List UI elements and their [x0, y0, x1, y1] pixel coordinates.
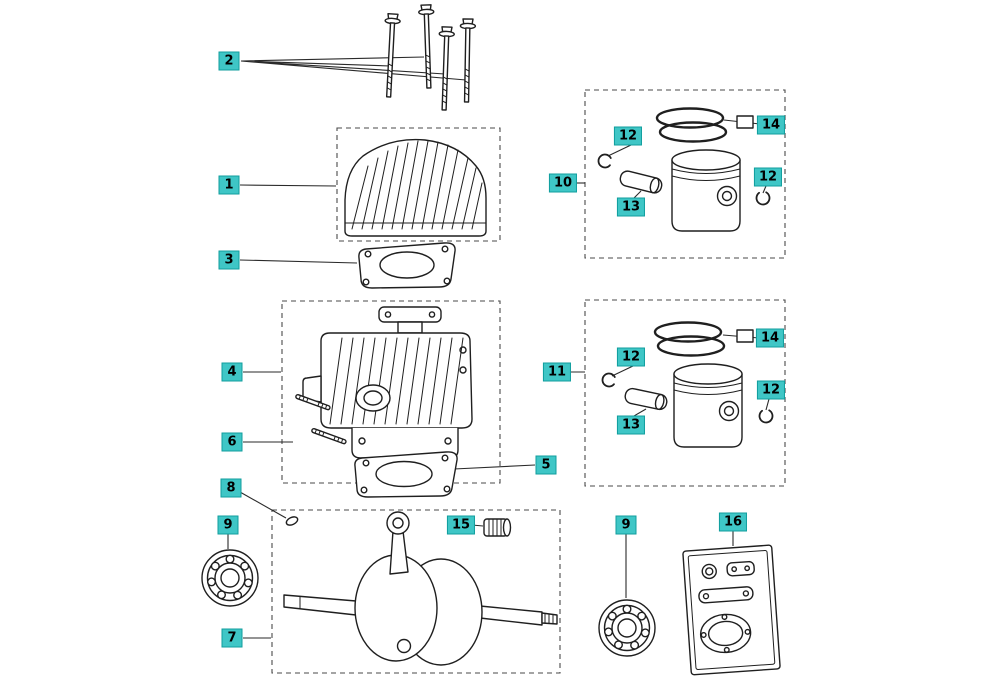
callout-bearing-right[interactable]: 9 — [615, 515, 637, 535]
bearing-right-drawing — [598, 599, 656, 657]
circlip-top-left-drawing — [597, 153, 613, 169]
callout-piston-assembly-bottom[interactable]: 11 — [542, 362, 572, 382]
group-box-piston-top — [584, 89, 786, 259]
callout-piston-rings-top[interactable]: 14 — [756, 115, 786, 135]
callout-cylinder-head[interactable]: 1 — [218, 175, 240, 195]
callout-piston-pin-bottom[interactable]: 13 — [616, 415, 646, 435]
circlip-top-right-drawing — [755, 190, 771, 206]
piston-pin-top-drawing — [619, 170, 663, 194]
callout-piston-assembly-top[interactable]: 10 — [548, 173, 578, 193]
piston-rings-bottom-drawing — [653, 321, 754, 357]
callout-cylinder[interactable]: 4 — [221, 362, 243, 382]
callout-piston-rings-bottom[interactable]: 14 — [755, 328, 785, 348]
callout-crankshaft[interactable]: 7 — [221, 628, 243, 648]
piston-top-drawing — [671, 149, 741, 232]
callout-gasket-kit[interactable]: 16 — [718, 512, 748, 532]
circlip-bottom-left-drawing — [601, 372, 617, 388]
cylinder-drawing — [302, 306, 473, 459]
group-box-cylinder-head — [336, 127, 501, 242]
callout-bearing-left[interactable]: 9 — [217, 515, 239, 535]
woodruff-key-drawing — [285, 516, 299, 526]
cylinder-head-drawing — [344, 138, 487, 237]
callout-piston-pin-top[interactable]: 13 — [616, 197, 646, 217]
callout-circlip-bottom-right[interactable]: 12 — [756, 380, 786, 400]
callout-cylinder-studs[interactable]: 6 — [221, 432, 243, 452]
callout-head-bolts[interactable]: 2 — [218, 51, 240, 71]
piston-bottom-drawing — [673, 363, 743, 448]
callout-circlip-top-right[interactable]: 12 — [753, 167, 783, 187]
piston-rings-top-drawing — [655, 107, 754, 143]
circlip-bottom-right-drawing — [758, 408, 774, 424]
callout-circlip-bottom-left[interactable]: 12 — [616, 347, 646, 367]
plug-screw-drawing — [483, 518, 512, 537]
bearing-left-drawing — [201, 549, 259, 607]
cylinder-studs-drawing — [295, 393, 347, 445]
callout-head-gasket[interactable]: 3 — [218, 250, 240, 270]
group-box-crankshaft — [271, 509, 561, 674]
callout-circlip-top-left[interactable]: 12 — [613, 126, 643, 146]
callout-plug-screw[interactable]: 15 — [446, 515, 476, 535]
leader-lines — [227, 56, 770, 639]
base-gasket-drawing — [354, 451, 458, 498]
callout-base-gasket[interactable]: 5 — [535, 455, 557, 475]
piston-pin-bottom-drawing — [624, 387, 668, 411]
head-gasket-drawing — [358, 242, 456, 289]
gasket-kit-drawing — [682, 544, 781, 676]
crankshaft-drawing — [283, 511, 558, 666]
callout-woodruff-key[interactable]: 8 — [220, 478, 242, 498]
